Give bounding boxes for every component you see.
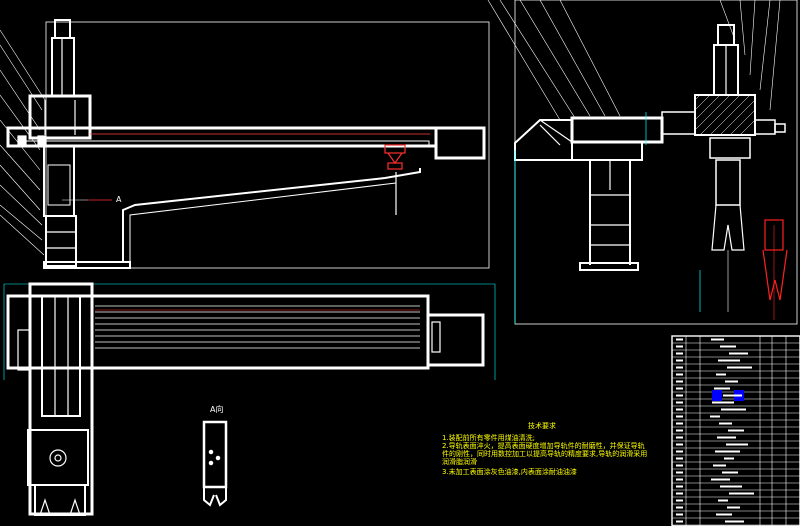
title-block-mark <box>721 408 746 411</box>
title-block-mark <box>676 401 683 404</box>
title-block-mark <box>718 359 740 362</box>
plan-dimensions <box>3 284 496 380</box>
title-block-mark <box>711 338 724 341</box>
title-block-mark <box>713 464 726 467</box>
title-block-mark <box>676 436 683 439</box>
title-block-mark <box>676 338 683 341</box>
title-block-mark <box>676 373 683 376</box>
title-block-mark <box>710 415 720 418</box>
red-gripper-detail <box>762 219 788 320</box>
front-view <box>0 19 490 269</box>
title-block-mark <box>723 394 742 397</box>
title-block-mark <box>676 471 683 474</box>
title-block-mark <box>725 380 738 383</box>
title-block-mark <box>676 359 683 362</box>
title-block-mark <box>676 457 683 460</box>
title-block-mark <box>711 478 730 481</box>
title-block-mark <box>676 422 683 425</box>
title-block-mark <box>676 415 683 418</box>
title-block-mark <box>676 345 683 348</box>
side-view <box>487 0 798 325</box>
title-block-mark <box>676 443 683 446</box>
title-block-mark <box>676 366 683 369</box>
section-label-a: A <box>116 195 122 204</box>
title-block-mark <box>676 478 683 481</box>
title-block-mark <box>728 429 744 432</box>
title-block-mark <box>719 422 732 425</box>
title-block-mark <box>729 492 754 495</box>
title-block-mark <box>726 443 748 446</box>
tech-req-line-1: 1.装配前所有零件用煤油清洗; <box>442 434 536 442</box>
title-block-mark <box>717 436 736 439</box>
title-block-mark <box>720 345 736 348</box>
title-block-mark <box>676 408 683 411</box>
title-block-mark <box>724 457 734 460</box>
title-block-mark <box>676 499 683 502</box>
title-block-mark <box>676 352 683 355</box>
title-block-mark <box>720 485 742 488</box>
title-block-mark <box>727 366 752 369</box>
title-block-entries <box>676 338 754 523</box>
title-block-mark <box>725 520 744 523</box>
title-block-mark <box>729 352 748 355</box>
title-block-mark <box>676 387 683 390</box>
title-block-mark <box>676 394 683 397</box>
title-block-mark <box>716 513 732 516</box>
title-block-mark <box>676 429 683 432</box>
title-block-mark <box>718 499 728 502</box>
title-block-mark <box>676 485 683 488</box>
a-view-label: A向 <box>210 404 223 414</box>
a-view <box>202 420 228 507</box>
cyan-dimensions <box>514 112 701 324</box>
title-block-mark <box>722 471 738 474</box>
title-block-mark <box>676 492 683 495</box>
plan-view <box>4 282 495 516</box>
title-block-mark <box>676 450 683 453</box>
title-block <box>671 335 800 526</box>
tech-req-line-2: 2.导轨表面淬火，提高表面硬度增加导轨件的耐磨性，并保证导轨 <box>442 442 645 450</box>
title-block-mark <box>712 401 734 404</box>
title-block-mark <box>676 520 683 523</box>
tech-req-line-5: 3.未加工表面涂灰色油漆,内表面涂耐油油漆 <box>442 468 577 476</box>
title-block-mark <box>676 513 683 516</box>
title-block-mark <box>716 373 726 376</box>
title-block-mark <box>676 464 683 467</box>
title-block-mark <box>676 506 683 509</box>
title-block-mark <box>676 380 683 383</box>
tech-req-line-4: 润滑脂润滑 <box>442 458 477 466</box>
tech-req-line-3: 件的刚性，同时用数控加工以提高导轨的精度要求,导轨的润滑采用 <box>442 450 648 458</box>
title-block-mark <box>727 506 740 509</box>
title-block-mark <box>715 450 740 453</box>
title-block-mark <box>714 387 730 390</box>
tech-req-title: 技术要求 <box>528 422 556 430</box>
